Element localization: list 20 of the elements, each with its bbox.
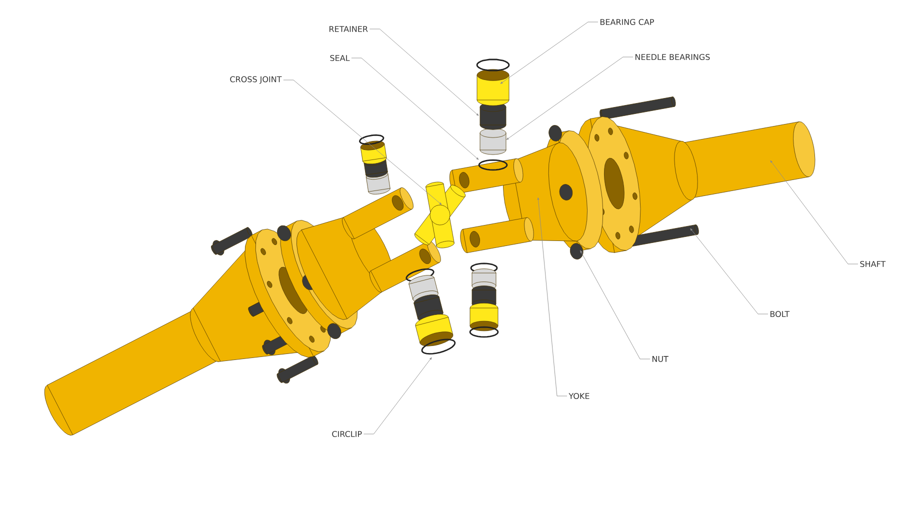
leader-line [537,197,568,396]
leader-line [506,56,634,140]
part-label: RETAINER [330,26,368,32]
leader-line [770,160,858,264]
part-label: SHAFT [860,260,886,268]
leader-line [690,228,768,314]
leader-line [364,357,432,434]
part-label: SEAL [330,54,350,62]
part-label: NUT [652,356,668,362]
leader-line [283,80,442,205]
leader-line [351,58,479,160]
leader-line [369,28,479,116]
leader-line [580,250,650,360]
part-label: CIRCLIP [332,430,362,438]
part-label: YOKE [568,392,590,400]
part-label: BOLT [770,310,790,318]
part-label: CROSS JOINT [230,76,282,84]
part-label: BEARING CAP [600,18,654,26]
leader-line [500,22,598,84]
part-label: NEEDLE BEARINGS [636,54,710,60]
